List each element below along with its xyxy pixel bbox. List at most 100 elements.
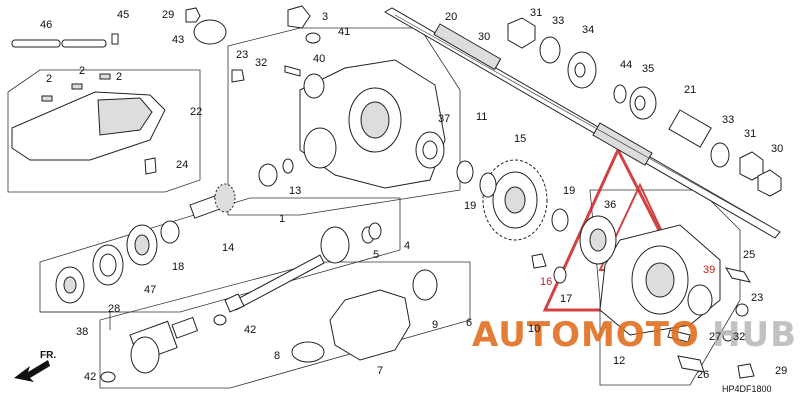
washer-32 [722,330,734,342]
callout-8: 8 [274,350,280,362]
pin-2b [71,83,83,90]
axle-shaft [383,7,781,239]
callout-31: 31 [530,7,542,19]
callout-5: 5 [373,249,379,261]
callout-18: 18 [172,261,184,273]
cover-plate [11,91,166,161]
callout-26: 26 [697,369,709,381]
bolt-25 [724,267,752,283]
oil-seal-39 [687,284,713,316]
callout-25: 25 [743,249,755,261]
callout-2: 2 [116,71,122,83]
callout-42: 42 [244,324,256,336]
bearing-28-inner [99,253,117,277]
boot-7 [329,289,411,361]
needle-bearing-13 [258,163,278,187]
callout-23: 23 [236,49,248,61]
o-ring-41 [305,32,321,44]
bolt-23 [231,69,245,83]
callout-39: 39 [703,264,715,276]
callout-45: 45 [117,9,129,21]
callout-29: 29 [775,365,787,377]
front-marker-label: FR. [40,350,56,361]
callout-7: 7 [377,365,383,377]
callout-32: 32 [733,331,745,343]
callout-31: 31 [744,128,756,140]
shim-18 [160,220,180,244]
callout-4: 4 [404,240,410,252]
bolt-16 [531,253,547,269]
bolt-29-top [185,7,201,23]
propeller-shaft [224,226,350,313]
frame-left-shaft [40,311,111,330]
bearing-47-inner [134,234,150,256]
callout-40: 40 [313,53,325,65]
callout-14: 14 [222,242,234,254]
callout-47: 47 [144,284,156,296]
callout-30: 30 [478,31,490,43]
bearing-36-inner [589,228,607,252]
o-ring-42a [213,314,227,326]
callout-33: 33 [552,15,564,27]
spring-5 [361,222,382,244]
watermark-text-hub: HUB [712,315,797,355]
callout-30: 30 [771,143,783,155]
o-ring-42b [100,371,116,383]
washer-17 [553,266,567,284]
callout-2: 2 [46,73,52,85]
clip-13 [282,158,294,174]
o-ring-43 [193,19,227,45]
watermark: AUTOMOTO HUB [472,315,797,355]
callout-1: 1 [279,213,285,225]
callout-22: 22 [190,106,202,118]
universal-joint [129,316,199,374]
callout-17: 17 [560,293,572,305]
callout-32: 32 [255,57,267,69]
callout-19: 19 [464,200,476,212]
diff-case [299,59,446,189]
washer-19a [456,160,474,184]
diagram-code: HP4DF1800 [722,384,772,394]
callout-38: 38 [76,326,88,338]
callout-44: 44 [620,59,632,71]
stud-27 [667,329,691,343]
callout-42: 42 [84,371,96,383]
callout-23: 23 [751,292,763,304]
callout-27: 27 [709,331,721,343]
callout-24: 24 [176,159,188,171]
boot-band-9 [412,269,438,301]
boot-band-8 [291,341,325,363]
callout-28: 28 [108,303,120,315]
callout-6: 6 [466,317,472,329]
frame-case-group [227,27,461,216]
callout-36: 36 [604,199,616,211]
callout-10: 10 [528,323,540,335]
callout-20: 20 [445,11,457,23]
callout-12: 12 [613,355,625,367]
callout-34: 34 [582,24,594,36]
watermark-text-automoto: AUTOMOTO [472,315,700,355]
callout-35: 35 [642,63,654,75]
front-arrow: FR. [14,350,56,382]
pinion-gear [189,183,236,219]
callout-3: 3 [322,11,328,23]
bolt-24 [144,157,157,175]
callout-37: 37 [438,113,450,125]
bolt-26 [677,355,705,373]
frame-boot-group [99,261,471,389]
callout-2: 2 [79,65,85,77]
callout-11: 11 [476,111,487,123]
pin-2a [41,95,53,102]
stud-bolt [284,65,301,77]
callout-41: 41 [338,26,350,38]
hose-46 [11,39,107,48]
washer-23 [735,303,749,317]
callout-15: 15 [514,133,526,145]
washer-19b [551,208,569,232]
callout-9: 9 [432,319,438,331]
callout-29: 29 [162,9,174,21]
ring-gear [479,159,548,241]
callout-33: 33 [722,114,734,126]
